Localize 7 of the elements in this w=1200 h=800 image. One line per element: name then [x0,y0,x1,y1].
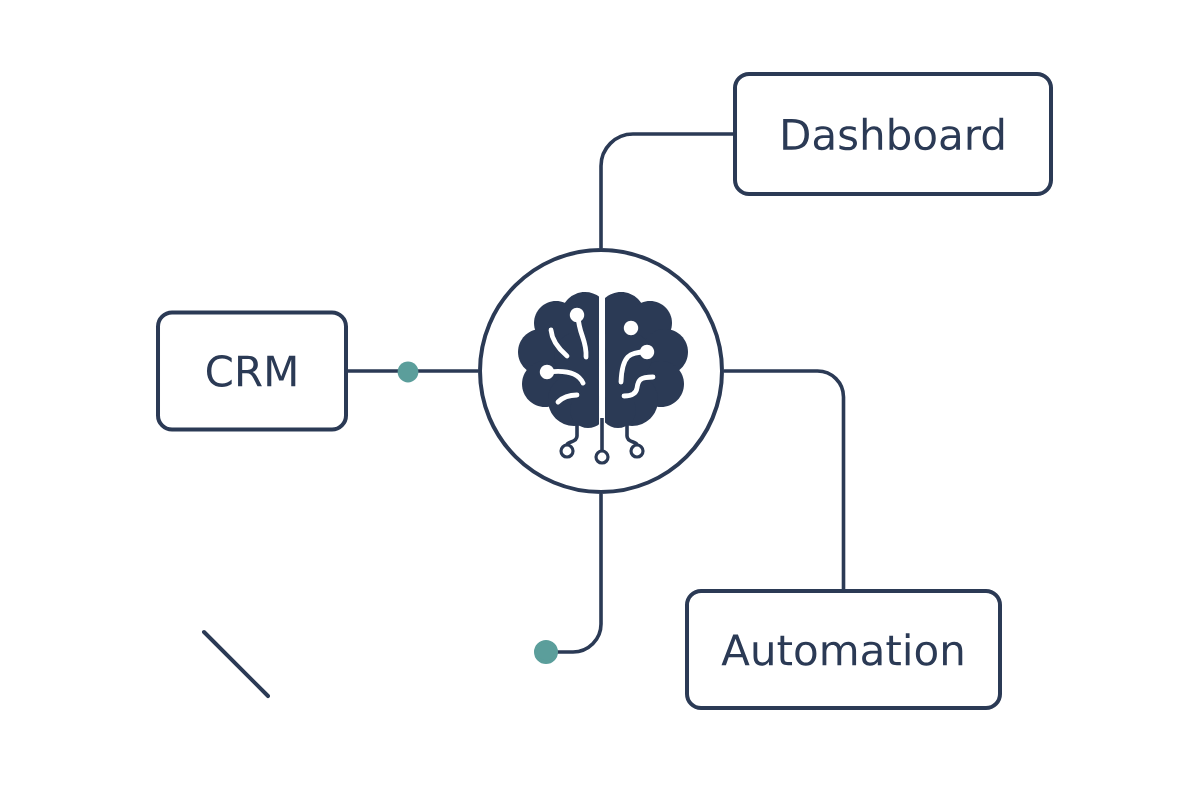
connector-line [348,369,478,373]
rounded-box: Automation [685,589,1002,710]
rounded-box: CRM [156,310,348,432]
connector-line [724,369,846,589]
connector-line [599,132,733,248]
rounded-box: Dashboard [733,72,1053,196]
connector-line [534,494,603,664]
